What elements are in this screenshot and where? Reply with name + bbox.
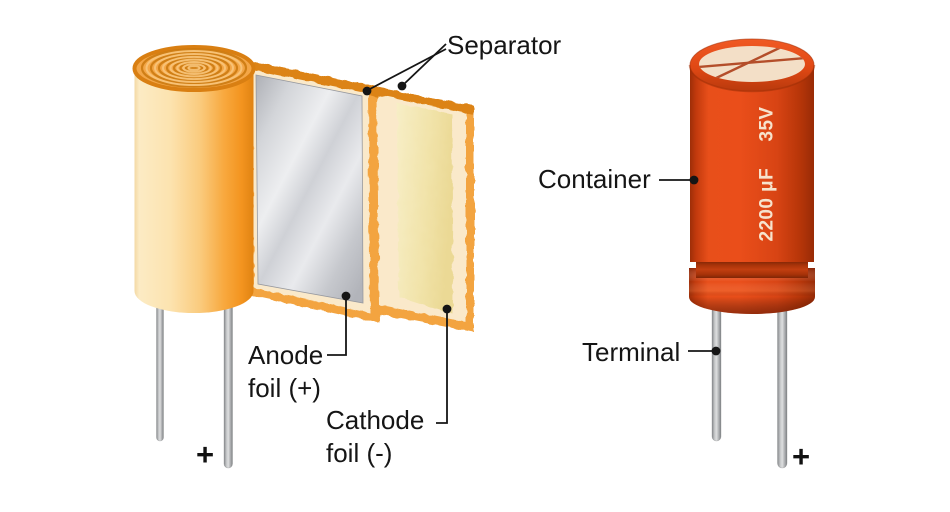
container-label: Container (538, 164, 651, 194)
separator-dot-1 (362, 86, 372, 96)
marking-voltage: 35V (756, 106, 778, 142)
capacitor-base-shading (689, 268, 815, 314)
cathode-leader-line (436, 310, 448, 424)
capacitor-marking: 2200 μF 35V (757, 107, 779, 242)
cathode-label-line2: foil (-) (326, 438, 393, 468)
capacitor-top-vent (699, 46, 805, 82)
roll-terminal-leads (156, 285, 233, 469)
separator-cathode-sheet (370, 86, 474, 332)
roll-lead-positive (223, 289, 233, 469)
separator-label: Separator (447, 30, 562, 60)
anode-leader-line (327, 297, 347, 356)
capacitor-lead-negative (711, 297, 722, 442)
roll-body (134, 70, 254, 313)
assembled-capacitor (688, 38, 816, 469)
leader-lines (327, 43, 713, 424)
cathode-foil-label: Cathode foil (-) (326, 404, 424, 470)
roll-spiral-dark-rings (140, 48, 248, 88)
anode-foil-sheet (255, 74, 364, 304)
capacitor-body (690, 65, 814, 262)
capacitor-crimp-groove (696, 261, 808, 278)
terminal-dot (711, 346, 721, 356)
anode-dot (341, 291, 351, 301)
capacitor-lead-positive (777, 297, 788, 469)
cathode-label-line1: Cathode (326, 405, 425, 435)
polarity-plus-right: + (792, 439, 811, 474)
marking-capacitance: 2200 μF (756, 167, 778, 242)
cathode-foil-sheet (397, 103, 453, 314)
anode-label-line2: foil (+) (248, 373, 321, 403)
leader-dots (341, 81, 721, 356)
container-dot (689, 175, 699, 185)
wound-roll (132, 45, 256, 313)
separator-leader-line-2 (402, 43, 447, 86)
polarity-plus-left: + (196, 437, 215, 472)
separator-dot-2 (397, 81, 407, 91)
anode-label-line1: Anode (248, 340, 324, 370)
anode-foil-label: Anode foil (+) (248, 339, 323, 405)
roll-spiral-light-rings (145, 50, 243, 86)
cathode-dot (442, 304, 452, 314)
terminal-label: Terminal (582, 337, 681, 367)
